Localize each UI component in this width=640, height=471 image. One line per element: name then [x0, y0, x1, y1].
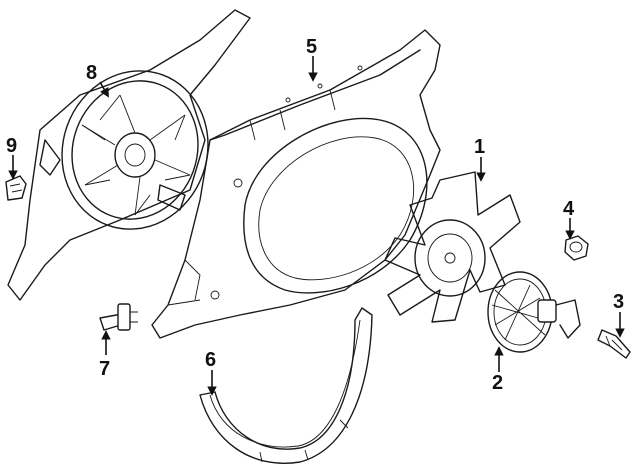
clutch-stud-drawing	[597, 329, 631, 359]
callout-7: 7	[99, 358, 110, 380]
callout-4: 4	[563, 198, 575, 220]
electric-fan-assembly-drawing	[7, 9, 251, 301]
shroud-ring-drawing	[199, 307, 373, 464]
callout-leader-8	[99, 81, 109, 98]
fan-blade-drawing	[384, 171, 521, 323]
fan-shroud-drawing	[151, 29, 441, 339]
callout-8: 8	[86, 62, 97, 84]
callout-6: 6	[205, 349, 216, 371]
callout-5: 5	[306, 36, 317, 58]
fan-clutch-drawing	[487, 271, 581, 353]
push-pin-drawing	[99, 303, 138, 331]
callout-1: 1	[474, 136, 485, 158]
clip-drawing	[5, 175, 27, 201]
nut-drawing	[564, 235, 589, 261]
callout-9: 9	[6, 135, 17, 157]
callout-2: 2	[492, 372, 503, 394]
callout-3: 3	[613, 291, 624, 313]
